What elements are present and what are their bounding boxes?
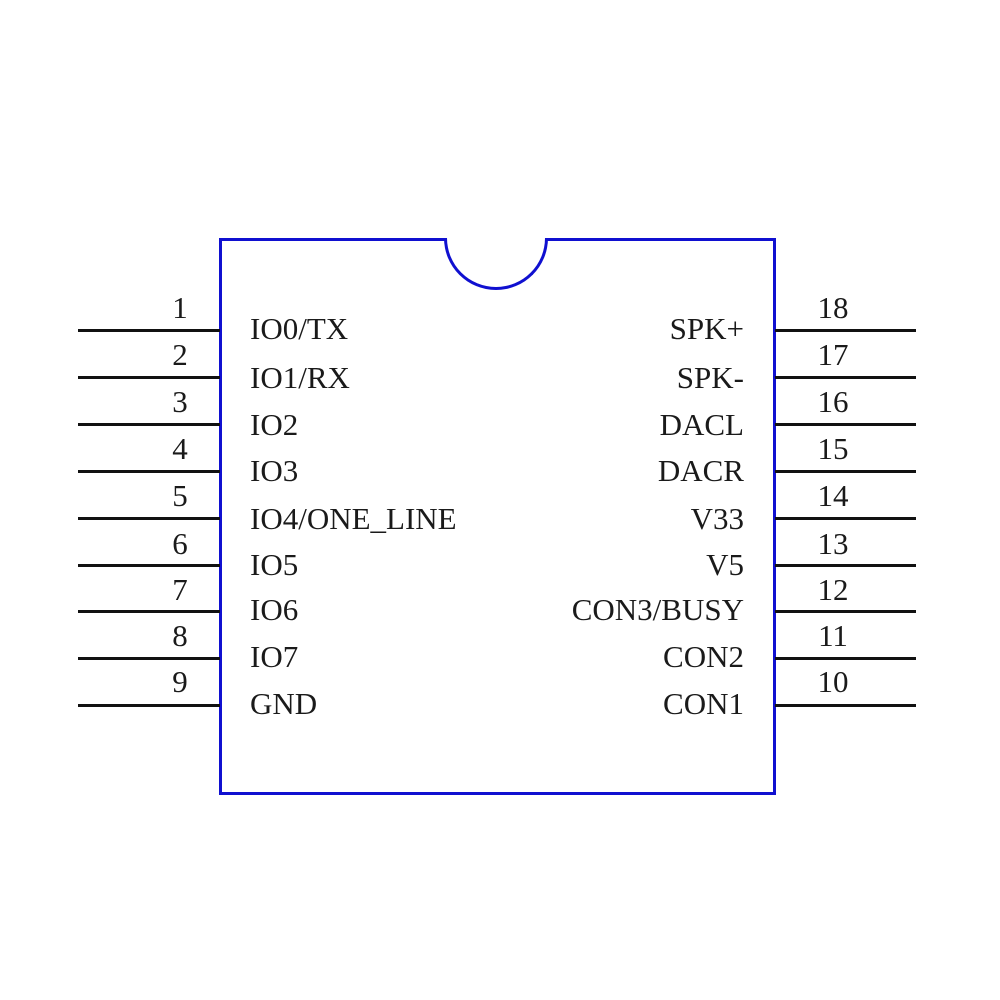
pin-lead [78,517,220,520]
pin-number: 10 [817,664,849,699]
pin-lead [78,704,220,707]
pin-lead [775,329,916,332]
pin-name: CON3/BUSY [571,592,744,627]
pin-lead [78,657,220,660]
pin-name: IO6 [250,592,299,627]
pin-name: IO1/RX [250,360,350,395]
pin-number: 15 [817,431,849,466]
pin-lead [78,329,220,332]
pin-lead [775,657,916,660]
pin-number: 4 [172,431,188,466]
pin-lead [775,564,916,567]
pin-lead [78,423,220,426]
pin-number: 9 [172,664,188,699]
pin-lead [775,470,916,473]
pin-number: 11 [818,618,848,653]
pin-number: 8 [172,618,188,653]
pin-name: CON1 [663,686,744,721]
pin-name: CON2 [663,639,744,674]
pin-number: 13 [817,526,849,561]
pin-name: DACL [659,407,744,442]
pin-name: DACR [657,453,744,488]
pin-number: 16 [817,384,849,419]
pin-name: IO3 [250,453,299,488]
pin-name: SPK- [676,360,744,395]
pin-number: 17 [817,337,849,372]
pin-name: IO7 [250,639,299,674]
pin-lead [775,423,916,426]
pin-number: 6 [172,526,188,561]
pin-number: 18 [817,290,849,325]
pin-lead [78,376,220,379]
pin-lead [775,517,916,520]
pin-lead [78,564,220,567]
pin-name: V5 [706,547,744,582]
pin-name: GND [250,686,318,721]
pin-name: IO2 [250,407,299,442]
pin-name: SPK+ [669,311,744,346]
pin-number: 14 [817,478,849,513]
pin-number: 12 [817,572,849,607]
pin-lead [775,704,916,707]
pin-number: 5 [172,478,188,513]
pin-number: 2 [172,337,188,372]
pin-lead [775,376,916,379]
pin-number: 1 [172,290,188,325]
pin-name: IO4/ONE_LINE [250,501,457,536]
pin-number: 3 [172,384,188,419]
pin-lead [775,610,916,613]
pin-lead [78,610,220,613]
pin-name: IO5 [250,547,299,582]
pin-name: IO0/TX [250,311,349,346]
pin-lead [78,470,220,473]
pin-number: 7 [172,572,188,607]
pin-name: V33 [690,501,744,536]
